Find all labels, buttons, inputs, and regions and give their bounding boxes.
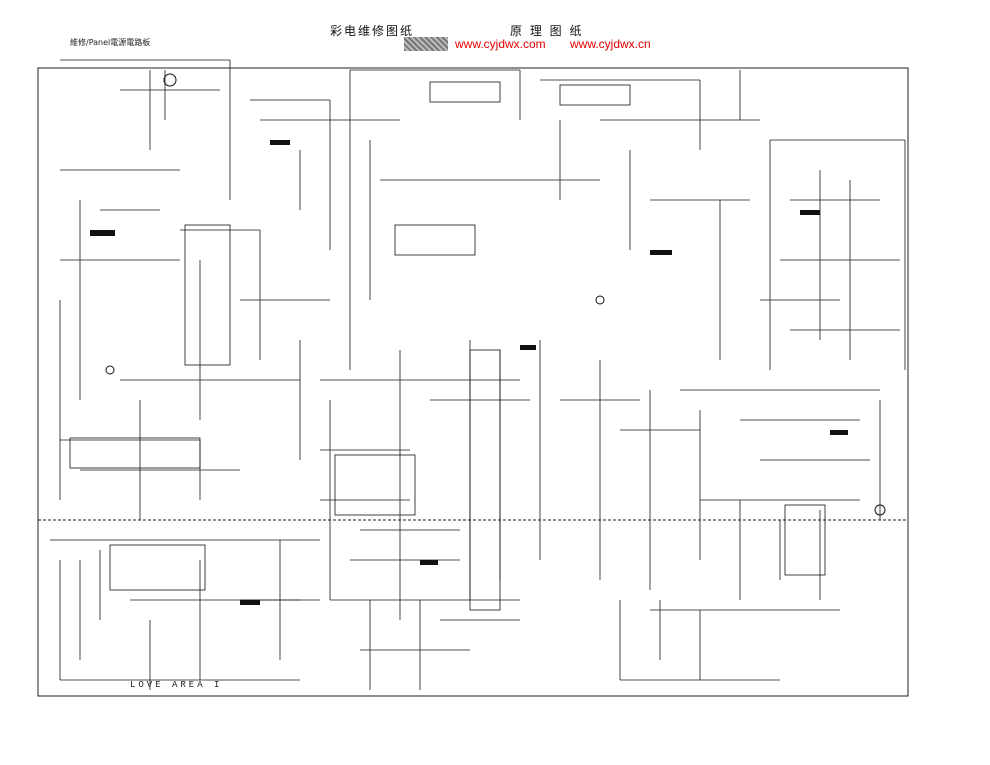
header-note: 維修/Panel電源電路板	[70, 38, 151, 47]
wiring-lines	[50, 59, 906, 690]
watermark-url-1[interactable]: www.cyjdwx.com	[455, 37, 546, 51]
ic-blocks	[69, 81, 826, 611]
schematic-border	[37, 67, 909, 697]
schematic-subtitle: 原 理 图 纸	[510, 24, 584, 38]
watermark-url-2[interactable]: www.cyjdwx.cn	[570, 37, 651, 51]
components	[90, 73, 886, 605]
schematic-title: 彩电维修图纸	[330, 24, 415, 38]
stamp-mark	[404, 37, 448, 51]
area-label: LOVE AREA I	[130, 680, 223, 690]
